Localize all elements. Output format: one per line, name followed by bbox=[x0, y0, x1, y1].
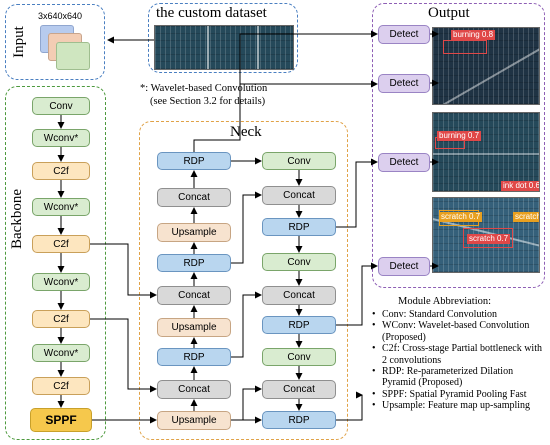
backbone-wconv-2: Wconv* bbox=[32, 198, 90, 216]
neck-right-concat-3: Concat bbox=[262, 380, 336, 399]
neck-left-concat-2: Concat bbox=[157, 286, 231, 305]
neck-right-conv-3: Conv bbox=[262, 348, 336, 366]
output-image-3: scratch 0.7 scratch scratch 0.7 bbox=[432, 197, 540, 273]
backbone-wconv-4: Wconv* bbox=[32, 344, 90, 362]
neck-right-concat-2: Concat bbox=[262, 286, 336, 305]
detection-label-1: burning 0.8 bbox=[451, 30, 496, 40]
output-image-1: burning 0.8 bbox=[432, 27, 540, 105]
legend-item-wconv: WConv: Wavelet-based Convolution (Propos… bbox=[372, 320, 548, 343]
wavelet-note-line2: (see Section 3.2 for details) bbox=[150, 96, 266, 107]
neck-region bbox=[139, 121, 348, 440]
detection-label-4: scratch 0.7 bbox=[439, 212, 483, 222]
backbone-c2f-4: C2f bbox=[32, 377, 90, 395]
detect-head-4: Detect bbox=[378, 257, 430, 276]
legend-item-c2f: C2f: Cross-stage Partial bottleneck with… bbox=[372, 343, 548, 366]
backbone-wconv-3: Wconv* bbox=[32, 273, 90, 291]
backbone-region bbox=[5, 86, 106, 440]
neck-right-conv-2: Conv bbox=[262, 253, 336, 271]
neck-left-upsample-2: Upsample bbox=[157, 318, 231, 337]
neck-right-rdp-2: RDP bbox=[262, 316, 336, 334]
detection-label-6: scratch 0.7 bbox=[467, 234, 511, 244]
backbone-c2f-2: C2f bbox=[32, 235, 90, 253]
neck-left-concat-1: Concat bbox=[157, 188, 231, 207]
output-title: Output bbox=[428, 5, 470, 21]
detect-head-1: Detect bbox=[378, 25, 430, 44]
legend-item-conv: Conv: Standard Convolution bbox=[372, 309, 548, 321]
backbone-c2f-3: C2f bbox=[32, 310, 90, 328]
backbone-wconv-1: Wconv* bbox=[32, 129, 90, 147]
legend: Conv: Standard Convolution WConv: Wavele… bbox=[372, 309, 548, 412]
detect-head-3: Detect bbox=[378, 153, 430, 172]
neck-right-rdp-1: RDP bbox=[262, 218, 336, 236]
output-image-2: burning 0.7 ink dot 0.6 bbox=[432, 112, 540, 192]
neck-right-rdp-3: RDP bbox=[262, 411, 336, 429]
backbone-sppf: SPPF bbox=[30, 408, 92, 432]
detect-head-2: Detect bbox=[378, 74, 430, 93]
legend-title: Module Abbreviation: bbox=[398, 296, 492, 307]
dataset-image bbox=[154, 25, 294, 70]
neck-left-rdp-3: RDP bbox=[157, 348, 231, 366]
backbone-conv: Conv bbox=[32, 97, 90, 115]
detection-label-5: scratch bbox=[513, 212, 539, 222]
neck-left-upsample-3: Upsample bbox=[157, 411, 231, 430]
neck-right-concat-1: Concat bbox=[262, 186, 336, 205]
neck-right-conv-1: Conv bbox=[262, 152, 336, 170]
neck-left-rdp-2: RDP bbox=[157, 254, 231, 272]
wavelet-note-line1: *: Wavelet-based Convolution bbox=[140, 83, 268, 94]
detection-label-3: ink dot 0.6 bbox=[501, 181, 540, 191]
legend-item-sppf: SPPF: Spatial Pyramid Pooling Fast bbox=[372, 389, 548, 401]
input-size-label: 3x640x640 bbox=[38, 11, 83, 21]
neck-left-rdp-1: RDP bbox=[157, 152, 231, 170]
dataset-title: the custom dataset bbox=[156, 5, 267, 21]
dataset-region bbox=[148, 3, 298, 73]
detection-label-2: burning 0.7 bbox=[437, 131, 482, 141]
neck-left-upsample-1: Upsample bbox=[157, 223, 231, 242]
output-region bbox=[372, 3, 545, 288]
neck-title: Neck bbox=[230, 124, 262, 140]
input-region bbox=[5, 4, 105, 80]
backbone-c2f-1: C2f bbox=[32, 162, 90, 180]
legend-item-upsample: Upsample: Feature map up-sampling bbox=[372, 400, 548, 412]
legend-item-rdp: RDP: Re-parameterized Dilation Pyramid (… bbox=[372, 366, 548, 389]
neck-left-concat-3: Concat bbox=[157, 380, 231, 399]
